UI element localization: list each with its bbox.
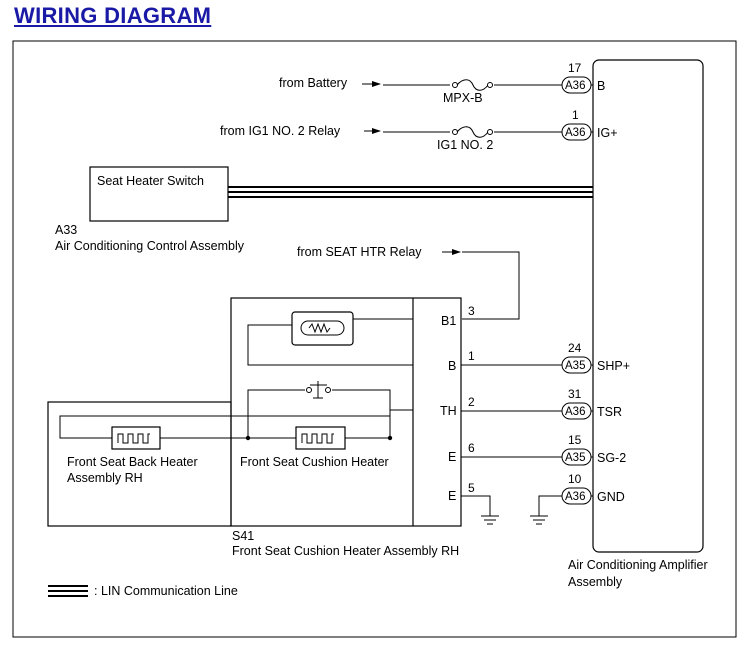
ground-icon: [461, 495, 499, 525]
seat-heater-switch-label: Seat Heater Switch: [97, 174, 204, 188]
amplifier-name-line2: Assembly: [568, 575, 623, 589]
s41-terminal-name: TH: [440, 404, 457, 418]
amp-pin-terminal: SG-2: [597, 451, 626, 465]
s41-terminal-number: 3: [468, 304, 475, 318]
s41-terminal-name: B: [448, 359, 456, 373]
source-ig1-relay: from IG1 NO. 2 Relay: [220, 124, 341, 138]
connector-tag-ig: [561, 123, 593, 141]
fuse-mpx-b-icon: [450, 79, 494, 91]
back-heater-label-line1: Front Seat Back Heater: [67, 455, 198, 469]
s41-terminal-name: E: [448, 489, 456, 503]
amp-connector-code: A35: [565, 360, 585, 372]
lin-legend-icon: [48, 585, 88, 597]
amp-pin-number: 10: [568, 472, 582, 486]
connector-tag-b: [561, 76, 593, 94]
amp-pin-terminal: TSR: [597, 405, 622, 419]
s41-name: Front Seat Cushion Heater Assembly RH: [232, 544, 459, 558]
thermostat-switch-icon: [306, 381, 331, 399]
source-battery: from Battery: [279, 76, 348, 90]
s41-terminal-number: 5: [468, 481, 475, 495]
s41-terminal-number: 1: [468, 349, 475, 363]
amp-pin-number: 24: [568, 341, 582, 355]
seat-heater-switch-box: [89, 166, 229, 222]
s41-terminal-name: E: [448, 450, 456, 464]
amp-connector-code: A36: [565, 127, 585, 139]
amp-connector-code: A36: [565, 406, 585, 418]
back-heater-label-line2: Assembly RH: [67, 471, 143, 485]
amplifier-box: [592, 59, 704, 553]
page-title: WIRING DIAGRAM: [14, 3, 212, 28]
amp-pin-number: 1: [572, 108, 579, 122]
amp-pin-number: 15: [568, 433, 582, 447]
source-seat-htr-relay: from SEAT HTR Relay: [297, 245, 422, 259]
seat-heater-element-icon: [291, 311, 354, 346]
fuse-ig1-no2-label: IG1 NO. 2: [437, 138, 493, 152]
amp-pin-number: 31: [568, 387, 582, 401]
s41-back-box: [47, 401, 232, 527]
cushion-heater-label: Front Seat Cushion Heater: [240, 455, 389, 469]
s41-code: S41: [232, 529, 254, 543]
seat-htr-wire: [462, 251, 520, 320]
amp-pin-terminal: B: [597, 79, 605, 93]
fuse-mpx-b-label: MPX-B: [443, 91, 483, 105]
connector-tag-gnd: [561, 487, 593, 505]
fuse-ig1-no2-icon: [450, 126, 494, 138]
a33-name: Air Conditioning Control Assembly: [55, 239, 245, 253]
amp-pin-terminal: GND: [597, 490, 625, 504]
junction-dot: [245, 435, 251, 441]
s41-internal-wiring: [59, 318, 413, 439]
s41-terminal-name: B1: [441, 314, 456, 328]
diagram-frame: [12, 40, 737, 638]
s41-terminal-number: 2: [468, 395, 475, 409]
connector-tag-sg2: [561, 448, 593, 466]
amp-connector-code: A36: [565, 80, 585, 92]
cushion-heater-icon: [295, 426, 346, 450]
lin-legend-label: : LIN Communication Line: [94, 584, 238, 598]
connector-tag-shp: [561, 356, 593, 374]
junction-dot: [387, 435, 393, 441]
amp-pin-number: 17: [568, 61, 582, 75]
lin-communication-line: [228, 186, 593, 198]
amp-connector-code: A36: [565, 491, 585, 503]
s41-terminal-number: 6: [468, 441, 475, 455]
amp-connector-code: A35: [565, 452, 585, 464]
ground-icon: [530, 495, 562, 525]
amp-pin-terminal: IG+: [597, 126, 618, 140]
a33-code: A33: [55, 223, 77, 237]
back-heater-icon: [111, 426, 161, 450]
connector-tag-tsr: [561, 402, 593, 420]
amplifier-name-line1: Air Conditioning Amplifier: [568, 558, 708, 572]
amp-pin-terminal: SHP+: [597, 359, 630, 373]
